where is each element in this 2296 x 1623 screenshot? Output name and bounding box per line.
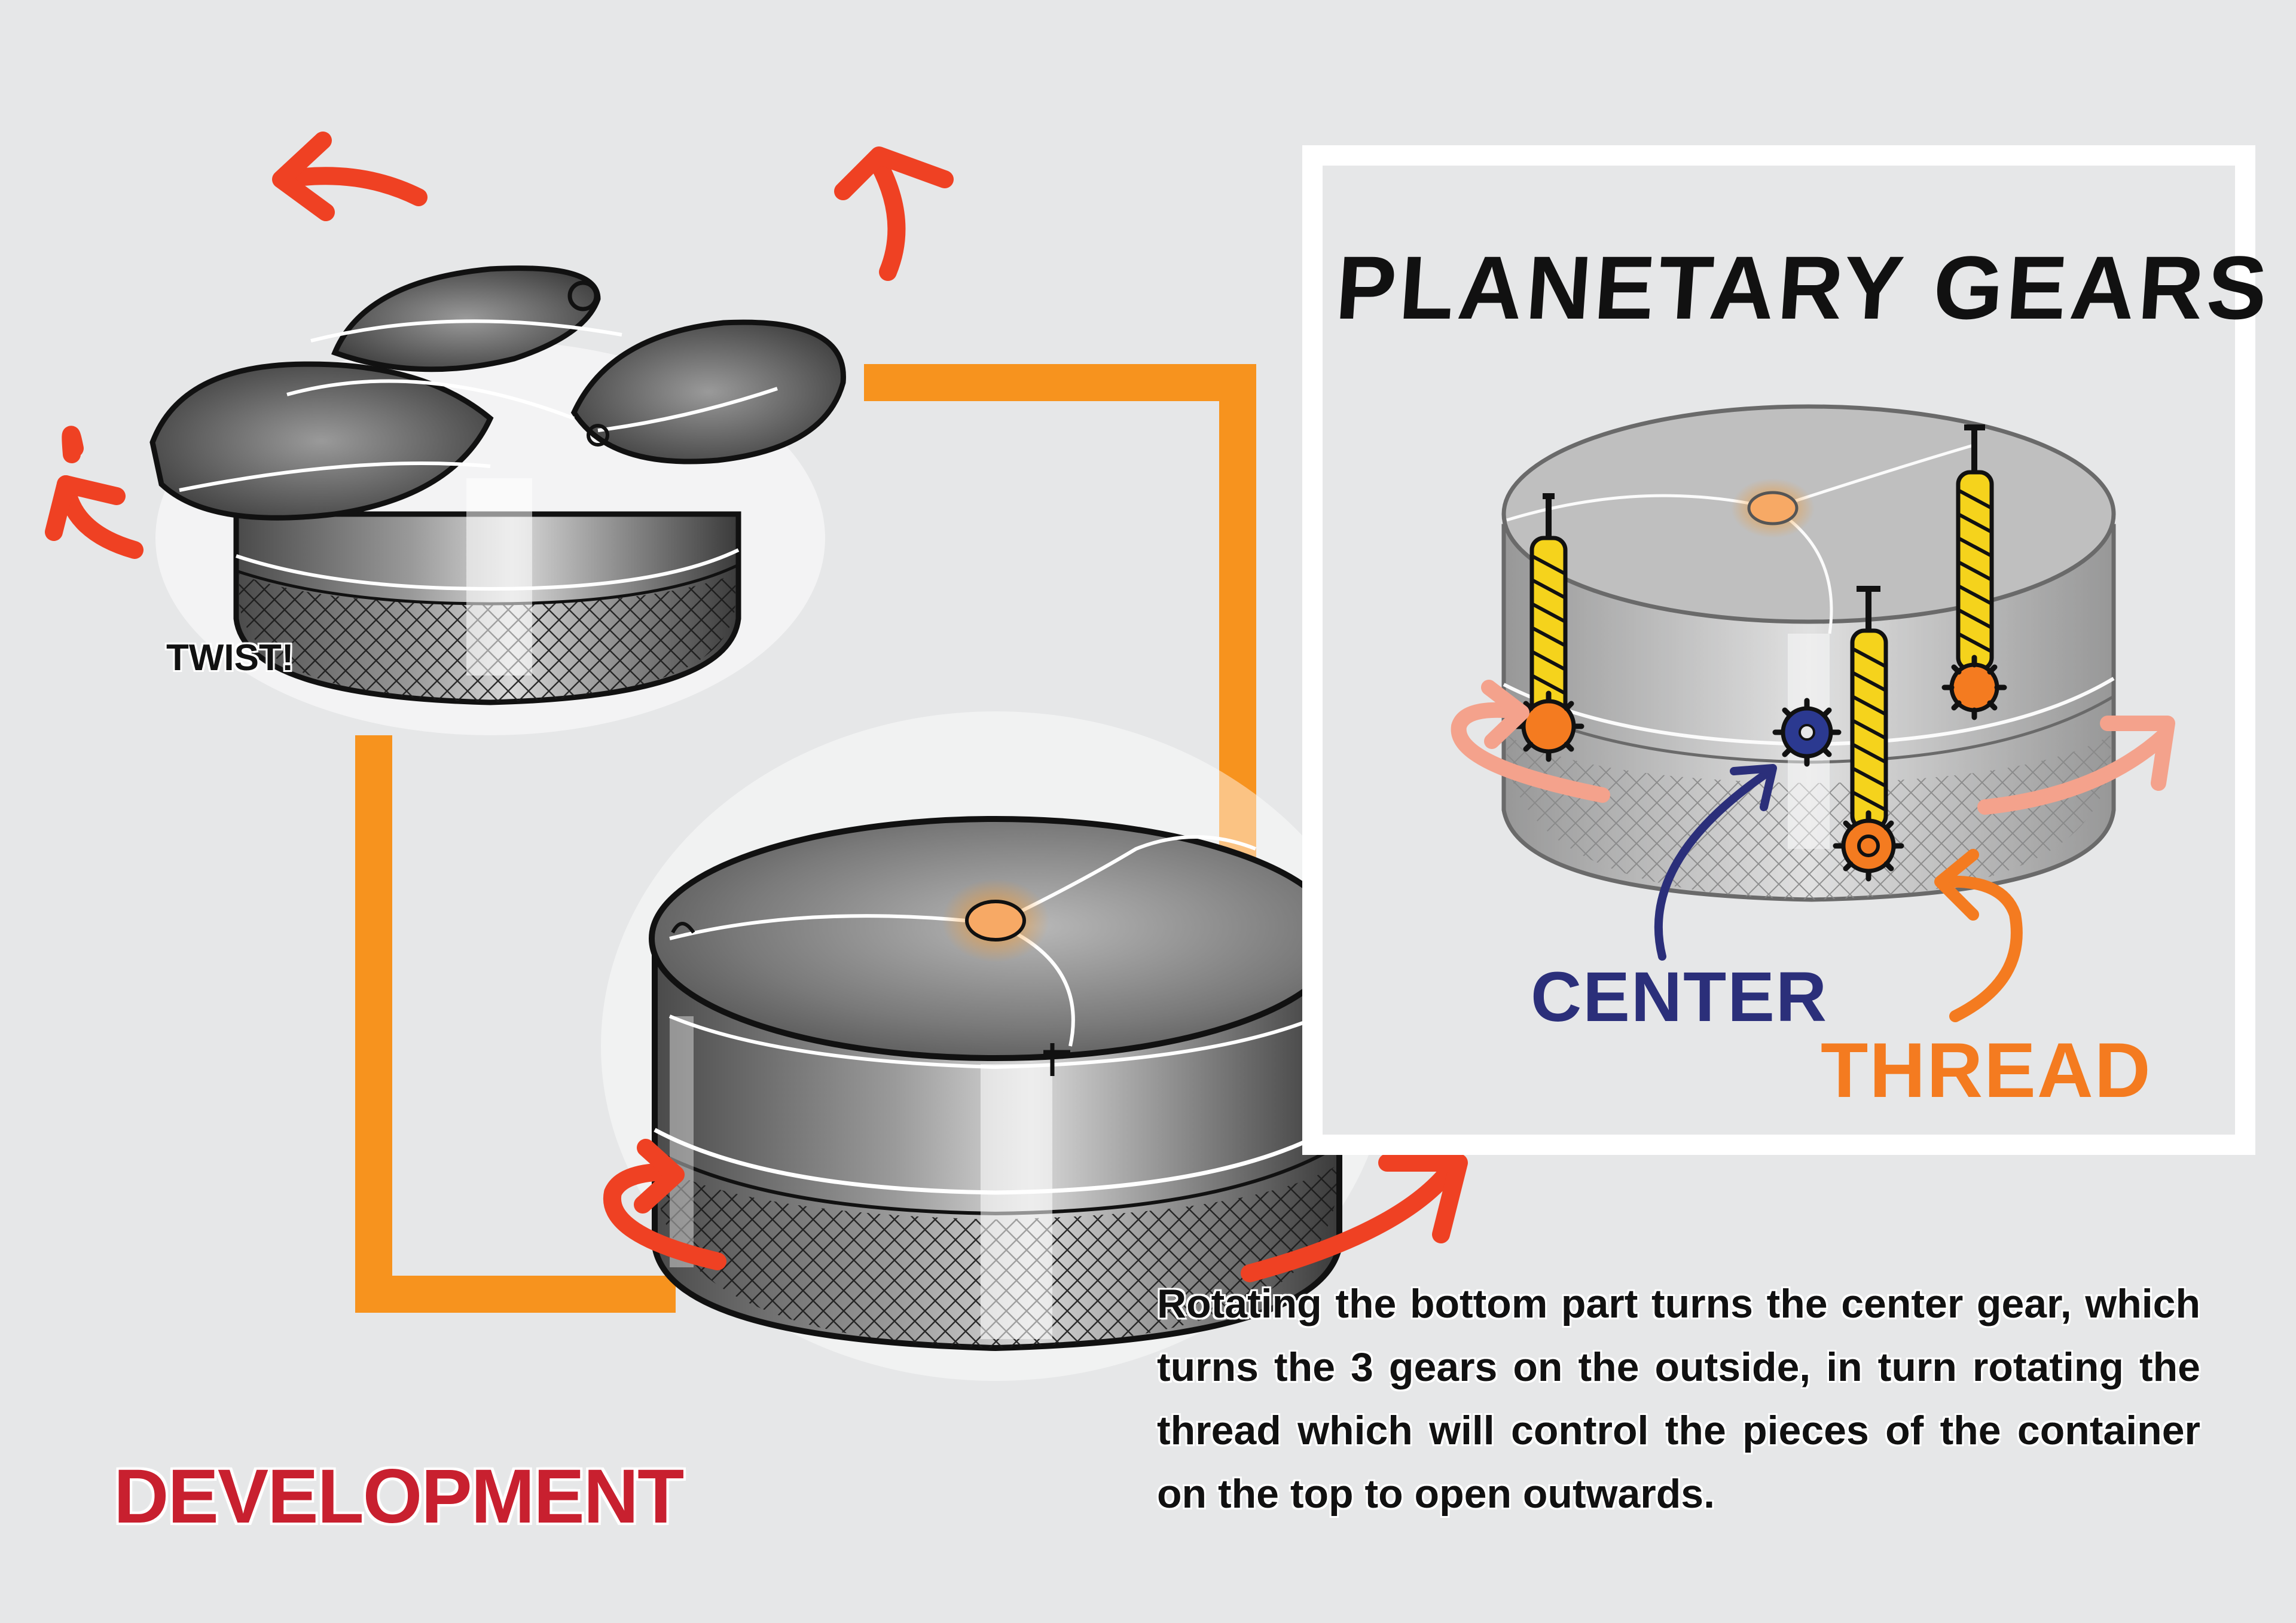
panel-title: PLANETARY GEARS [1333, 237, 2274, 338]
twist-arrows [45, 132, 954, 559]
center-label: CENTER [1531, 958, 1828, 1037]
twist-annotation: TWIST! [166, 637, 294, 678]
outer-gear-front [1833, 810, 1904, 882]
center-gear [1772, 698, 1842, 767]
page-title: DEVELOPMENT [114, 1454, 684, 1539]
outer-gear-left [1513, 690, 1584, 762]
outer-gear-right [1941, 655, 2007, 720]
thread-label: THREAD [1821, 1026, 2152, 1114]
thread-screws [1529, 424, 1994, 830]
planetary-gears-panel [1302, 145, 2255, 1155]
rotate-arrows [603, 1139, 1468, 1282]
orange-connector [355, 364, 1256, 1313]
center-pointer-arrow [1654, 767, 1774, 961]
container-sketch-open [149, 265, 846, 735]
description-caption: Rotating the bottom part turns the cente… [1157, 1281, 2200, 1517]
thread-pointer-arrow [1937, 875, 2023, 1022]
container-sketch-closed [601, 711, 1390, 1381]
